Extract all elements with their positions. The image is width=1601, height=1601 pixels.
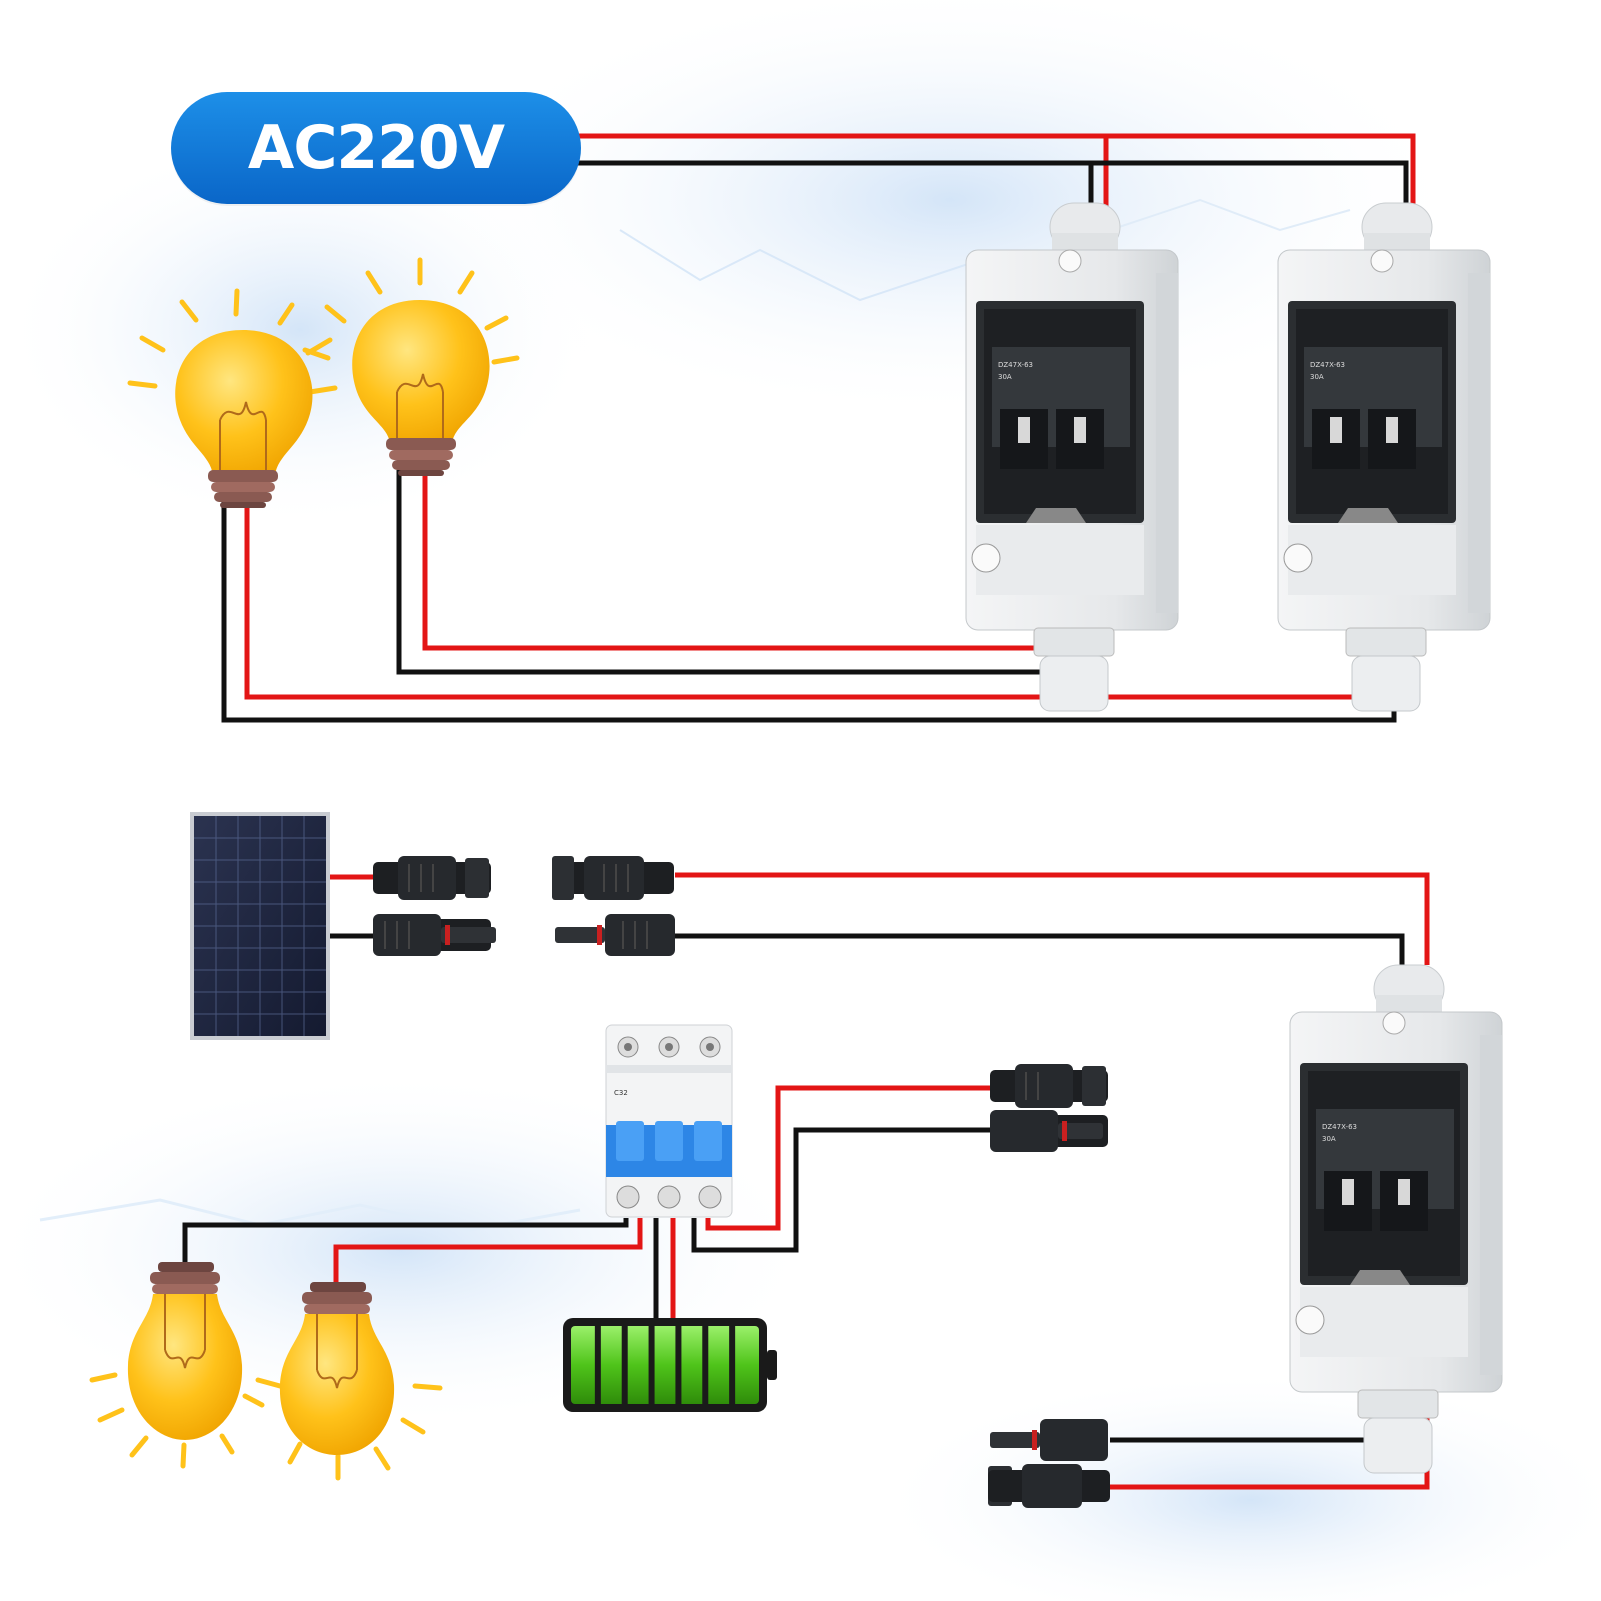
mc4-connector-icon	[555, 914, 675, 956]
light-bulb-icon	[89, 1262, 265, 1469]
breaker-model-text: DZ47X-63	[998, 361, 1033, 369]
battery-icon	[563, 1318, 777, 1412]
breaker-enclosure-1: DZ47X-63 30A	[965, 202, 1179, 712]
light-bulb-icon	[302, 257, 520, 476]
solar-panel-icon	[190, 812, 330, 1040]
mcb-rating-text: C32	[614, 1089, 628, 1097]
breaker-rating-text: 30A	[1310, 373, 1324, 381]
mc4-connector-icon	[373, 914, 496, 956]
breaker-rating-text: 30A	[1322, 1135, 1336, 1143]
light-bulb-icon	[255, 1282, 443, 1481]
mc4-connector-icon	[373, 856, 491, 900]
ac220v-label: AC220V	[171, 92, 581, 204]
breaker-model-text: DZ47X-63	[1310, 361, 1345, 369]
mc4-connector-icon	[988, 1464, 1110, 1508]
breaker-enclosure-2: DZ47X-63 30A	[1277, 202, 1491, 712]
mc4-connector-icon	[990, 1419, 1108, 1461]
mc4-connector-icon	[990, 1064, 1108, 1108]
mc4-connector-icon	[552, 856, 674, 900]
breaker-enclosure-3: DZ47X-63 30A	[1289, 964, 1503, 1474]
breaker-rating-text: 30A	[998, 373, 1012, 381]
dc-wires	[182, 872, 1430, 1490]
mcb-breaker-icon: C32	[605, 1024, 733, 1218]
breaker-model-text: DZ47X-63	[1322, 1123, 1357, 1131]
ac220v-label-text: AC220V	[247, 113, 505, 183]
mc4-connector-icon	[990, 1110, 1108, 1152]
